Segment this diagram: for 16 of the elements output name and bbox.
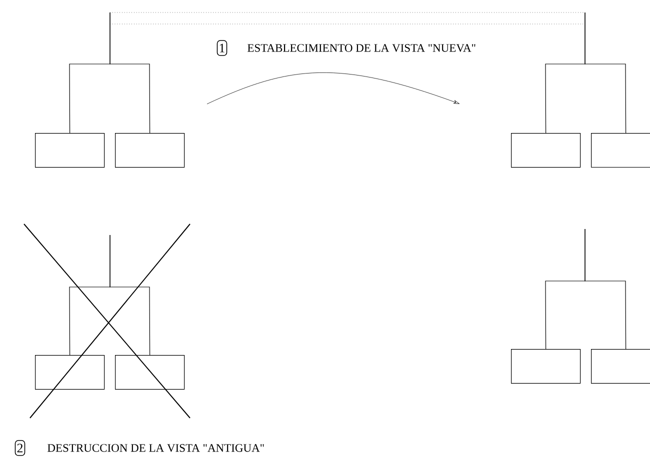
tree-line	[110, 12, 150, 134]
box	[115, 355, 185, 390]
box	[511, 349, 581, 384]
box	[591, 133, 650, 168]
tree-line	[110, 234, 150, 356]
box	[35, 133, 105, 168]
box	[115, 133, 185, 168]
box	[591, 349, 650, 384]
box	[35, 355, 105, 390]
tree-line	[584, 12, 626, 134]
step-number: 1	[216, 40, 228, 56]
box	[511, 133, 581, 168]
step-number: 2	[14, 440, 26, 456]
tree-line	[584, 228, 626, 350]
step-caption: ESTABLECIMIENTO DE LA VISTA "NUEVA"	[248, 44, 476, 52]
step-caption: DESTRUCCION DE LA VISTA "ANTIGUA"	[48, 444, 264, 452]
